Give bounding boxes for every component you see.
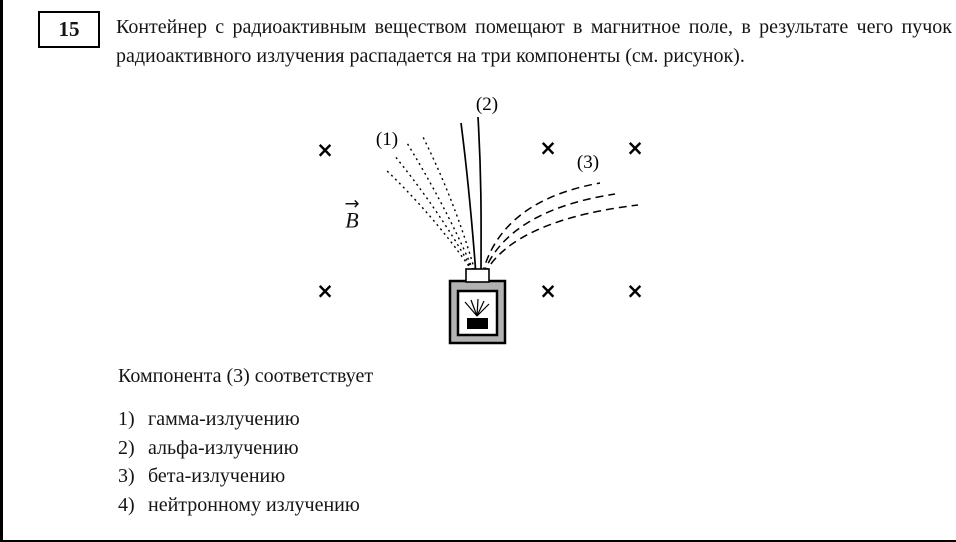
options-list: 1) гамма-излучению 2) альфа-излучению 3)… bbox=[118, 405, 360, 519]
option-item: 1) гамма-излучению bbox=[118, 405, 360, 434]
option-label: нейтронному излучению bbox=[148, 493, 360, 516]
field-into-page-symbol: × bbox=[626, 136, 644, 160]
b-vector-label: → B bbox=[344, 193, 360, 233]
component-2-trajectory bbox=[460, 116, 482, 276]
component-3-label: (3) bbox=[576, 152, 600, 173]
field-into-page-symbol: × bbox=[539, 279, 557, 303]
page-edge-left bbox=[0, 0, 3, 542]
field-into-page-symbol: × bbox=[539, 136, 557, 160]
question-text: Контейнер с радиоактивным веществом поме… bbox=[116, 16, 952, 67]
option-number: 4) bbox=[118, 493, 135, 516]
container-illustration bbox=[448, 268, 507, 345]
b-letter: B bbox=[345, 207, 359, 233]
prompt-text: Компонента (3) соответствует bbox=[118, 365, 374, 387]
option-number: 1) bbox=[118, 408, 135, 430]
vector-arrow-icon: → bbox=[344, 193, 360, 215]
component-1-label: (1) bbox=[375, 129, 399, 150]
component-1-trajectory bbox=[384, 134, 477, 276]
source-rays bbox=[464, 298, 490, 317]
component-3-trajectory bbox=[481, 182, 639, 276]
option-label: альфа-излучению bbox=[148, 436, 299, 459]
option-number: 2) bbox=[118, 436, 135, 459]
component-2-label: (2) bbox=[475, 94, 499, 115]
option-label: гамма-излучению bbox=[148, 408, 300, 430]
field-into-page-symbol: × bbox=[316, 138, 334, 162]
radioactive-source bbox=[467, 318, 488, 329]
field-into-page-symbol: × bbox=[626, 279, 644, 303]
radiation-trajectories-svg bbox=[384, 116, 639, 345]
page-edge-bottom bbox=[0, 540, 956, 542]
option-item: 2) альфа-излучению bbox=[118, 434, 360, 463]
option-number: 3) bbox=[118, 465, 135, 487]
option-item: 4) нейтронному излучению bbox=[118, 491, 360, 520]
question-number: 15 bbox=[38, 11, 100, 48]
magnetic-field-diagram: × × × × × × (1) (2) (3) → B bbox=[270, 85, 690, 363]
field-into-page-symbol: × bbox=[316, 279, 334, 303]
option-item: 3) бета-излучению bbox=[118, 462, 360, 491]
option-label: бета-излучению bbox=[148, 465, 286, 487]
